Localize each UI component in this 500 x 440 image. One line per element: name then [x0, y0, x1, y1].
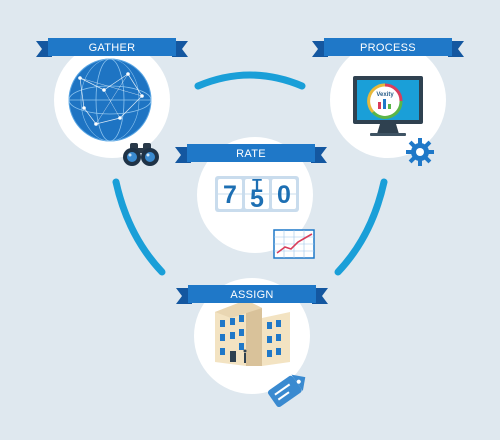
globe-icon [68, 58, 152, 142]
counter-digit-1: 7 [223, 181, 237, 209]
arc-process-to-assign [334, 178, 388, 276]
gather-label: GATHER [89, 42, 136, 54]
binoculars-icon [123, 143, 159, 166]
arc-gather-to-process [194, 71, 306, 90]
monitor-badge-text: Vexity [376, 92, 394, 98]
process-label: PROCESS [360, 42, 416, 54]
process-ribbon: PROCESS [312, 38, 464, 57]
stage-rate: 7 5 0 T RATE [175, 137, 327, 259]
counter-digit-2: 5 [250, 185, 264, 213]
rate-label: RATE [236, 148, 266, 160]
gather-ribbon: GATHER [36, 38, 188, 57]
assign-ribbon: ASSIGN [176, 285, 328, 304]
stage-assign: ASSIGN [176, 278, 328, 408]
counter-digit-3: 0 [277, 181, 291, 209]
stage-process: Vexity PROCESS [312, 38, 464, 166]
price-tag-icon [267, 374, 306, 408]
gear-icon [406, 138, 434, 166]
score-counter: 7 5 0 T [215, 176, 299, 213]
trend-chart-icon [273, 229, 315, 259]
office-building-icon [215, 300, 290, 366]
stage-gather: GATHER [36, 38, 188, 166]
arc-gather-to-assign [112, 178, 166, 276]
counter-flip-fragment: T [252, 177, 262, 194]
assign-label: ASSIGN [230, 289, 273, 301]
rate-ribbon: RATE [175, 144, 327, 163]
monitor-icon: Vexity [353, 76, 423, 136]
